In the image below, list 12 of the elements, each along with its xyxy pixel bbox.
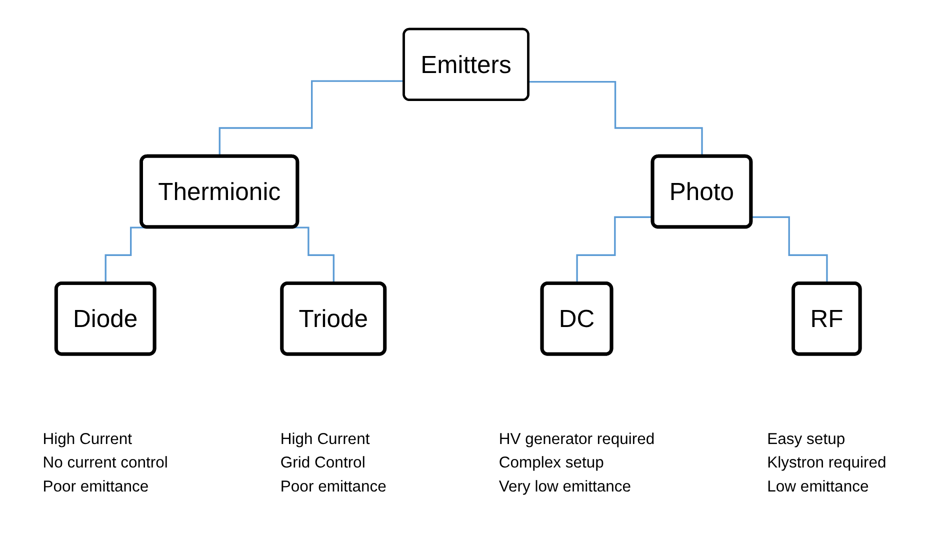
node-label: High Current [280, 428, 370, 447]
node-label: Easy setup [767, 428, 846, 447]
node-label: Complex setup [498, 452, 604, 471]
node-label: Low emittance [767, 476, 869, 494]
node-label: Poor emittance [280, 476, 386, 494]
node-label: Very low emittance [498, 476, 632, 494]
node-label: Klystron required [767, 452, 886, 471]
node-label: High Current [42, 428, 132, 447]
node-label: Poor emittance [42, 476, 149, 494]
node-label: Grid Control [280, 452, 366, 471]
node-label: HV generator required [498, 428, 655, 447]
node-label: No current control [42, 452, 168, 471]
